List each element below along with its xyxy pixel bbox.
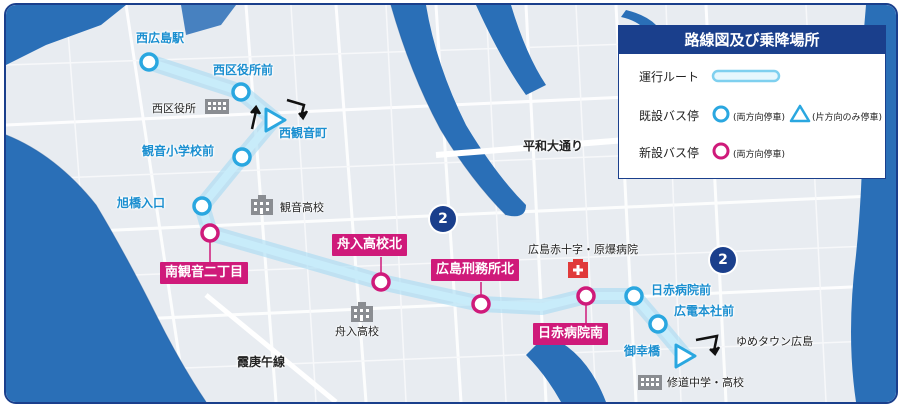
stop-label-kannon-shogakko: 観音小学校前 (142, 144, 215, 158)
legend-route-swatch (711, 69, 781, 83)
stop-label-miyukibashi: 御幸橋 (624, 344, 661, 358)
legend-existing-circle (712, 105, 730, 123)
legend-new-both-note: (両方向停車) (733, 150, 786, 160)
building-icon (205, 99, 229, 114)
stop-label-nishi-kannonmachi: 西観音町 (279, 126, 328, 140)
map-frame: 西広島駅 西区役所前 西観音町 観音小学校前 旭橋入口 日赤病院前 広電本社前 … (4, 3, 898, 404)
stop-label-nishiku-yakusho: 西区役所前 (213, 63, 274, 77)
legend-existing-one-note: (片方向のみ停車) (812, 113, 883, 123)
stop-marker-funairi-koko[interactable] (371, 272, 391, 292)
building-icon (351, 302, 373, 322)
place-label-kannon-high: 観音高校 (280, 201, 324, 214)
new-stop-label-minami-kannon: 南観音二丁目 (160, 262, 249, 284)
stop-marker-hiroden-honsha[interactable] (648, 314, 668, 334)
stop-label-hiroden-honsha: 広電本社前 (674, 304, 735, 318)
legend-new-circle (712, 142, 730, 160)
direction-arrow-icon (250, 98, 721, 357)
new-stop-label-funairi-koko: 舟入高校北 (332, 234, 408, 256)
legend-new-label: 新設バス停 (639, 146, 700, 160)
legend-title: 路線図及び乗降場所 (619, 26, 885, 54)
road-label-kabe: 霞庚午線 (237, 355, 286, 369)
stop-marker-nisseki-byoin-mae[interactable] (624, 286, 644, 306)
place-label-ward-office: 西区役所 (152, 102, 196, 115)
stop-marker-asahibashi[interactable] (192, 196, 212, 216)
route-2-shield-icon: 2 (710, 247, 736, 273)
new-stop-label-nisseki-minami: 日赤病院南 (533, 323, 609, 345)
new-stop-label-keimusho: 広島刑務所北 (431, 259, 520, 281)
stop-marker-minami-kannon[interactable] (200, 223, 220, 243)
legend-existing-both-note: (両方向停車) (733, 113, 786, 123)
legend-panel: 路線図及び乗降場所 運行ルート 既設バス停 (両方向停車) (片方向のみ停車) … (618, 25, 886, 179)
stop-label-nisseki-byoin-mae: 日赤病院前 (651, 283, 712, 297)
building-icon (251, 195, 273, 215)
route-2-shield-icon: 2 (430, 206, 456, 232)
place-label-youme-town: ゆめタウン広島 (736, 335, 813, 348)
legend-existing-label: 既設バス停 (639, 109, 700, 123)
stop-marker-nishi-kannonmachi[interactable] (264, 107, 287, 133)
legend-existing-triangle (789, 104, 811, 123)
legend-route-label: 運行ルート (639, 70, 700, 84)
building-icon (638, 375, 662, 390)
stop-marker-nisseki-minami[interactable] (576, 286, 596, 306)
stop-marker-nishiku-yakusho[interactable] (231, 82, 251, 102)
stop-marker-kannon-shogakko[interactable] (232, 147, 252, 167)
road-label-heiwa: 平和大通り (523, 139, 584, 153)
place-label-red-cross-hospital: 広島赤十字・原爆病院 (528, 243, 638, 256)
stop-marker-keimusho[interactable] (471, 294, 491, 314)
stop-label-asahibashi: 旭橋入口 (117, 196, 166, 210)
hospital-icon (568, 259, 588, 278)
place-label-shudo: 修道中学・高校 (667, 376, 744, 389)
stop-marker-miyukibashi[interactable] (674, 343, 697, 369)
stop-label-nishi-hiroshima: 西広島駅 (136, 31, 185, 45)
stop-marker-nishi-hiroshima[interactable] (139, 52, 159, 72)
place-label-funairi-high: 舟入高校 (335, 325, 379, 338)
